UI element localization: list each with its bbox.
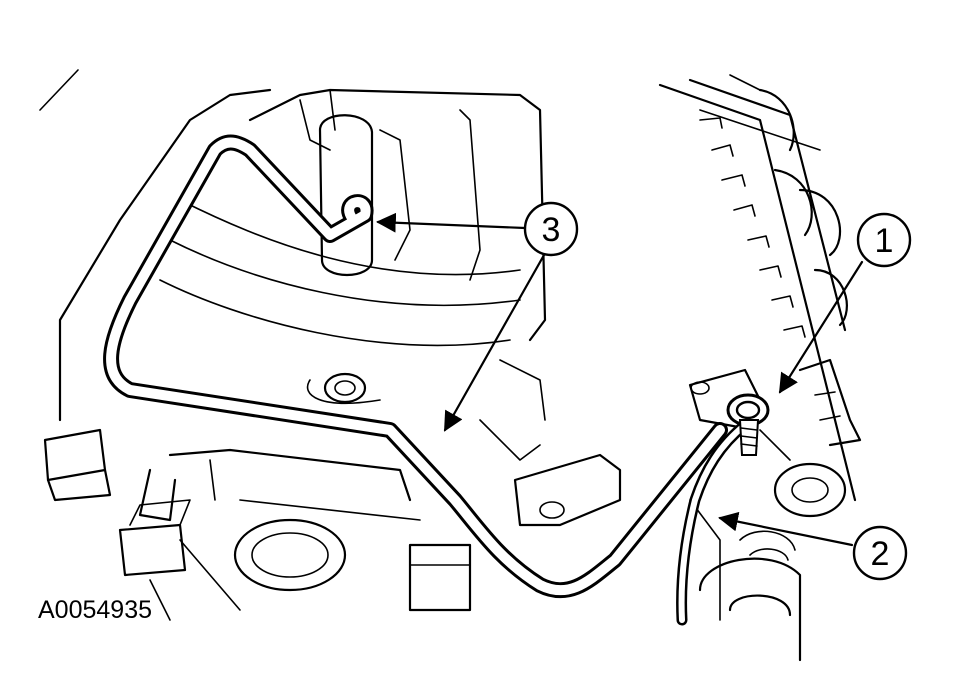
callout-2: 2 [852,525,908,581]
cable-part [676,419,751,626]
fastener-part [726,393,770,456]
arrow-icon [443,246,550,432]
svg-text:3: 3 [542,211,561,249]
figure-id: A0054935 [38,596,152,624]
engine-background-art [39,69,862,662]
callout-1: 1 [856,212,912,268]
callout-3: 3 [523,201,579,257]
arrow-icon [778,260,864,394]
arrow-icon [376,212,527,233]
tube-part [103,134,728,599]
arrow-icon [718,511,854,547]
callout-arrows [376,212,864,547]
svg-text:2: 2 [871,535,890,573]
svg-text:1: 1 [875,222,894,260]
